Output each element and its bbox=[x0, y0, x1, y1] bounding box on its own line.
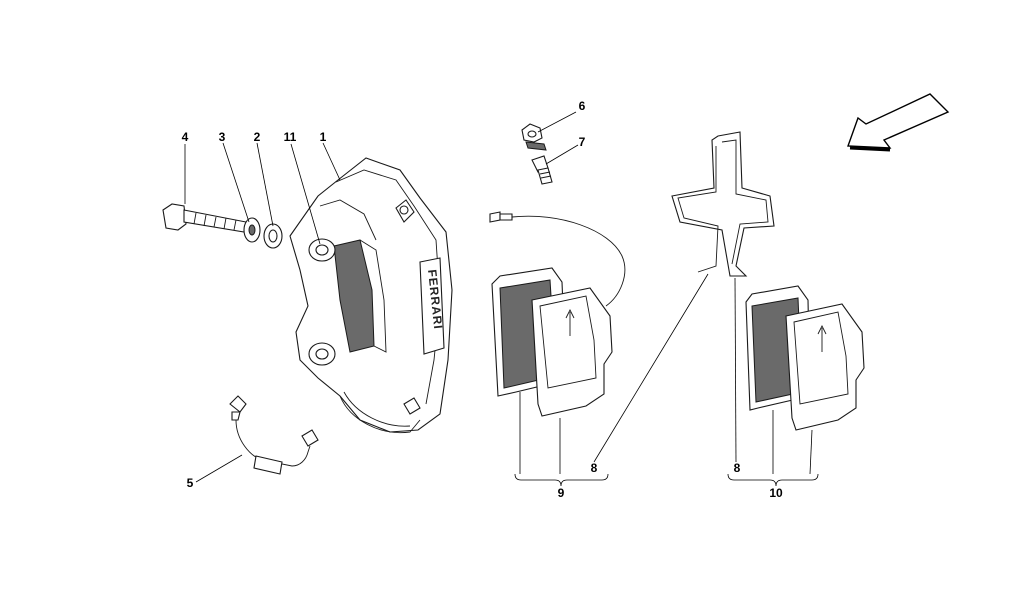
callout-6: 6 bbox=[579, 99, 586, 113]
flat-washer-part bbox=[263, 223, 283, 249]
caliper-logo-text: FERRARI bbox=[425, 269, 445, 330]
callout-11: 11 bbox=[284, 130, 297, 144]
callout-labels: 4 3 2 11 1 5 6 7 8 8 9 10 bbox=[182, 99, 783, 500]
wear-sensor-wire-part bbox=[489, 211, 626, 307]
anti-rattle-spring-part bbox=[671, 131, 775, 277]
brake-pad-set-9 bbox=[491, 267, 613, 417]
callout-9: 9 bbox=[558, 486, 565, 500]
bleeder-screw-part bbox=[531, 155, 553, 185]
spring-washer-part bbox=[243, 217, 261, 243]
leader-lines bbox=[184, 111, 819, 487]
callout-10: 10 bbox=[769, 486, 783, 500]
callout-5: 5 bbox=[187, 476, 194, 490]
callout-4: 4 bbox=[182, 130, 189, 144]
brake-pad-set-10 bbox=[745, 285, 865, 431]
callout-1: 1 bbox=[320, 130, 327, 144]
caliper-body-part: FERRARI bbox=[289, 157, 453, 434]
callout-7: 7 bbox=[579, 135, 586, 149]
callout-2: 2 bbox=[254, 130, 261, 144]
bolt-part bbox=[162, 203, 247, 233]
callout-8-left: 8 bbox=[591, 461, 598, 475]
direction-arrow-icon bbox=[847, 93, 950, 152]
banjo-bolt-part bbox=[521, 123, 547, 151]
callout-8-right: 8 bbox=[734, 461, 741, 475]
callout-3: 3 bbox=[219, 130, 226, 144]
brake-pipe-part bbox=[229, 395, 319, 475]
